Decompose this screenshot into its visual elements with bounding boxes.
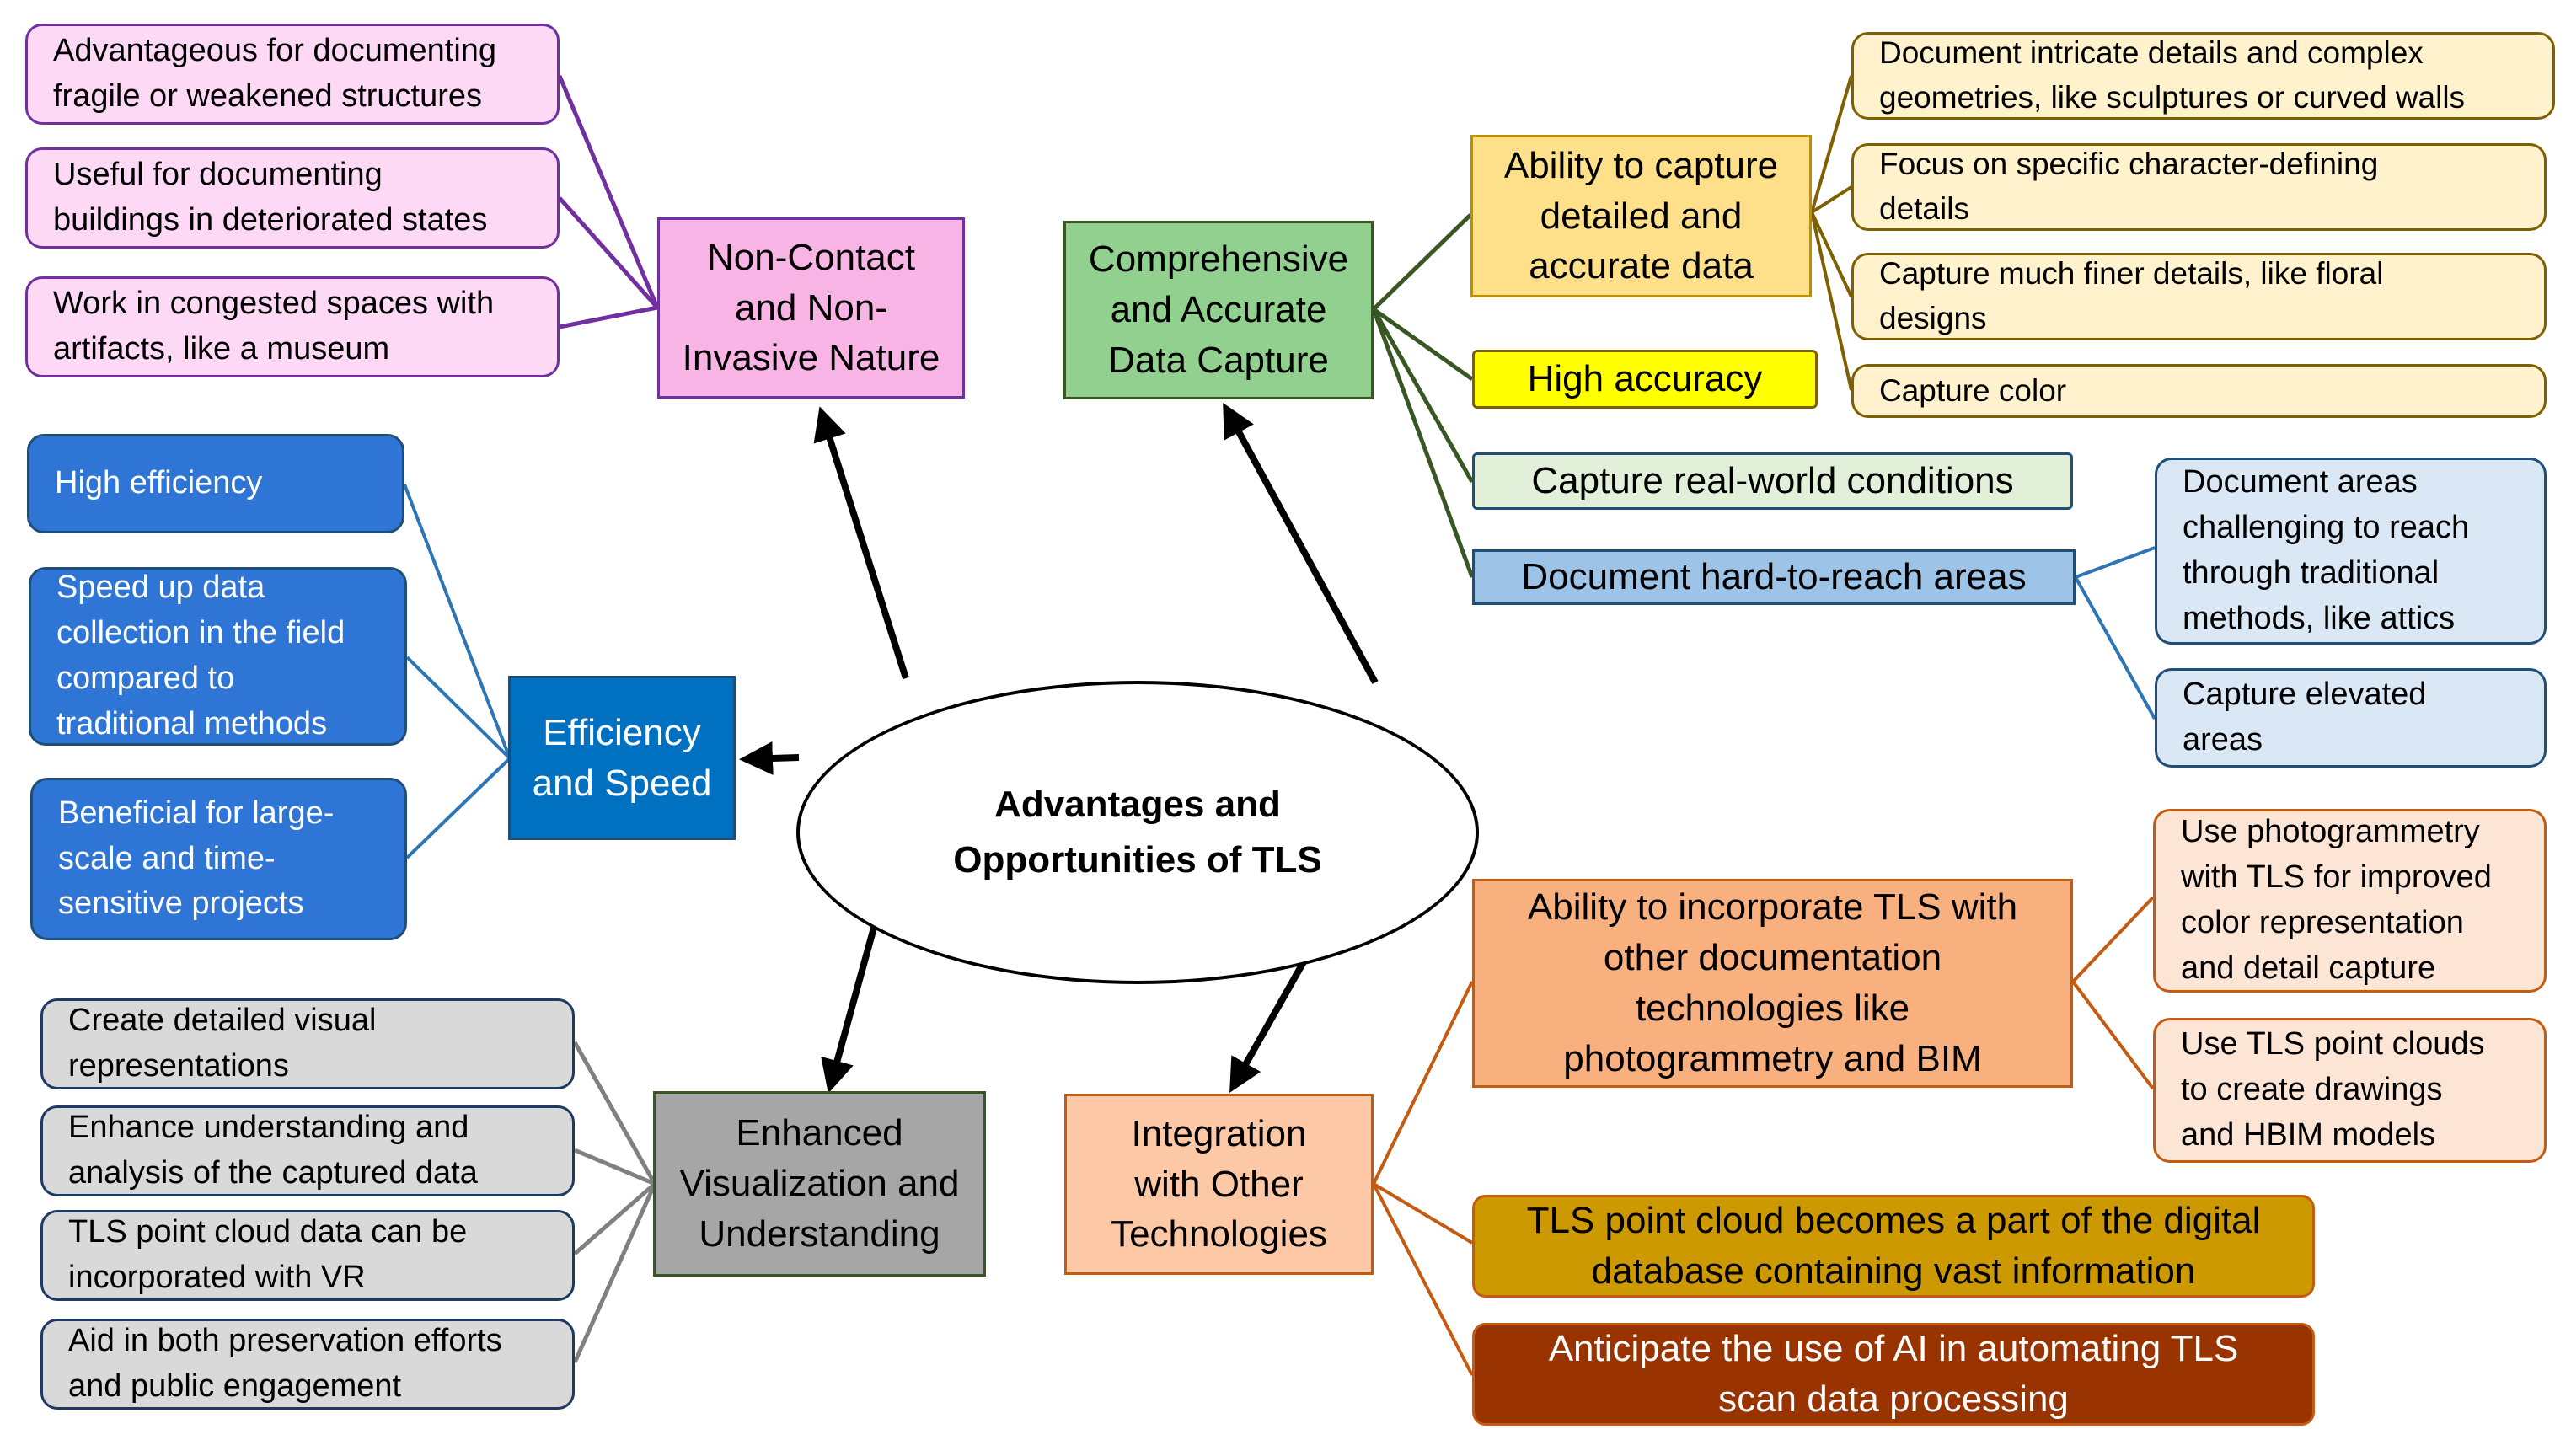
efficiency-item-2: Speed up data collection in the field co… bbox=[29, 567, 407, 746]
visualization-item-3: TLS point cloud data can be incorporated… bbox=[40, 1210, 575, 1301]
hard-to-reach-node: Document hard-to-reach areas bbox=[1472, 549, 2076, 605]
non-contact-node: Non-Contact and Non- Invasive Nature bbox=[657, 217, 965, 399]
comprehensive-node: Comprehensive and Accurate Data Capture bbox=[1063, 221, 1374, 399]
incorporate-node: Ability to incorporate TLS with other do… bbox=[1472, 879, 2073, 1088]
detailed-item-4: Capture color bbox=[1851, 364, 2547, 418]
efficiency-node: Efficiency and Speed bbox=[508, 676, 736, 840]
incorporate-item-1: Use photogrammetry with TLS for improved… bbox=[2153, 809, 2547, 993]
real-world-node: Capture real-world conditions bbox=[1472, 452, 2073, 510]
hard-to-reach-item-1: Document areas challenging to reach thro… bbox=[2155, 458, 2547, 645]
non-contact-item-3: Work in congested spaces with artifacts,… bbox=[25, 276, 560, 377]
efficiency-item-3: Beneficial for large- scale and time- se… bbox=[30, 778, 407, 940]
efficiency-item-1: High efficiency bbox=[27, 434, 404, 533]
incorporate-item-2: Use TLS point clouds to create drawings … bbox=[2153, 1018, 2547, 1163]
arrow-to-comprehensive bbox=[1223, 402, 1379, 684]
integration-node: Integration with Other Technologies bbox=[1064, 1094, 1374, 1275]
high-accuracy-node: High accuracy bbox=[1472, 350, 1818, 409]
non-contact-item-2: Useful for documenting buildings in dete… bbox=[25, 147, 560, 249]
arrow-to-efficiency bbox=[739, 741, 800, 775]
visualization-node: Enhanced Visualization and Understanding bbox=[653, 1091, 986, 1277]
non-contact-item-1: Advantageous for documenting fragile or … bbox=[25, 24, 560, 125]
visualization-item-2: Enhance understanding and analysis of th… bbox=[40, 1105, 575, 1196]
detailed-item-2: Focus on specific character-defining det… bbox=[1851, 143, 2547, 231]
visualization-item-1: Create detailed visual representations bbox=[40, 998, 575, 1089]
center-title: Advantages and Opportunities of TLS bbox=[796, 681, 1479, 984]
database-node: TLS point cloud becomes a part of the di… bbox=[1472, 1195, 2315, 1298]
detailed-item-1: Document intricate details and complex g… bbox=[1851, 32, 2555, 120]
visualization-item-4: Aid in both preservation efforts and pub… bbox=[40, 1319, 575, 1410]
ai-node: Anticipate the use of AI in automating T… bbox=[1472, 1323, 2315, 1426]
arrow-to-non-contact bbox=[813, 406, 909, 680]
hard-to-reach-item-2: Capture elevated areas bbox=[2155, 668, 2547, 768]
detailed-data-node: Ability to capture detailed and accurate… bbox=[1470, 135, 1812, 297]
detailed-item-3: Capture much finer details, like floral … bbox=[1851, 253, 2547, 340]
